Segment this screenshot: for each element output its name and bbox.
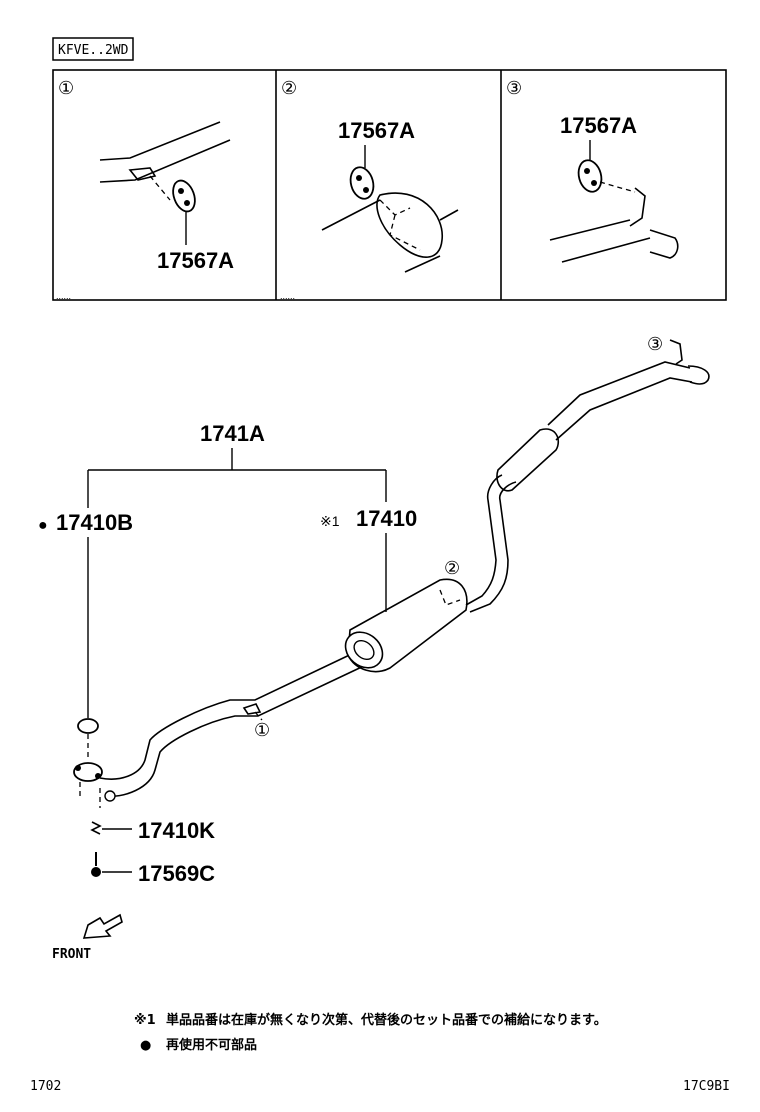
note-1-mark: ※1 xyxy=(134,1013,156,1028)
detail-box-3: ③ 17567A xyxy=(506,78,679,263)
note-1-text: 単品品番は在庫が無くなり次第、代替後のセット品番での補給になります。 xyxy=(166,1012,607,1028)
callout-3: ③ xyxy=(647,334,663,354)
detail-1-marker: ① xyxy=(58,78,74,98)
hanger-icon xyxy=(577,159,603,193)
front-arrow-icon xyxy=(82,913,123,939)
part-spring-label: 17410K xyxy=(138,818,215,843)
part-pipe-label: 17410 xyxy=(356,506,417,531)
svg-text:......: ...... xyxy=(56,291,71,301)
hanger-icon xyxy=(349,166,375,200)
part-bolt-label: 17569C xyxy=(138,861,215,886)
front-label: FRONT xyxy=(52,947,91,962)
variant-tag: KFVE..2WD xyxy=(58,43,129,58)
detail-box-1: ① 17567A xyxy=(58,78,234,273)
figure-code: 17C9BI xyxy=(683,1079,730,1094)
detail-3-marker: ③ xyxy=(506,78,522,98)
svg-text:......: ...... xyxy=(280,291,295,301)
detail-box-2: ② 17567A xyxy=(281,78,459,273)
part-gasket-label: 17410B xyxy=(56,510,133,535)
part-pipe-note: ※1 xyxy=(320,513,340,529)
detail-2-part: 17567A xyxy=(338,118,415,143)
detail-1-part: 17567A xyxy=(157,248,234,273)
detail-2-marker: ② xyxy=(281,78,297,98)
assembly-part-label: 1741A xyxy=(200,421,265,446)
callout-2: ② xyxy=(444,558,460,578)
center-resonator xyxy=(496,428,560,492)
detail-frame xyxy=(52,69,727,301)
callout-1: ① xyxy=(254,720,270,740)
gasket-bullet: ● xyxy=(38,517,48,534)
main-muffler xyxy=(344,578,468,673)
gasket xyxy=(77,718,99,734)
variant-tag-box xyxy=(52,37,134,61)
note-2-text: 再使用不可部品 xyxy=(166,1037,257,1053)
bolt-icon xyxy=(91,867,101,877)
detail-3-part: 17567A xyxy=(560,113,637,138)
page-code: 1702 xyxy=(30,1079,61,1094)
front-flange xyxy=(73,762,103,782)
note-2-mark: ● xyxy=(140,1038,151,1053)
spring-icon xyxy=(90,821,102,835)
hanger-icon xyxy=(172,179,196,213)
